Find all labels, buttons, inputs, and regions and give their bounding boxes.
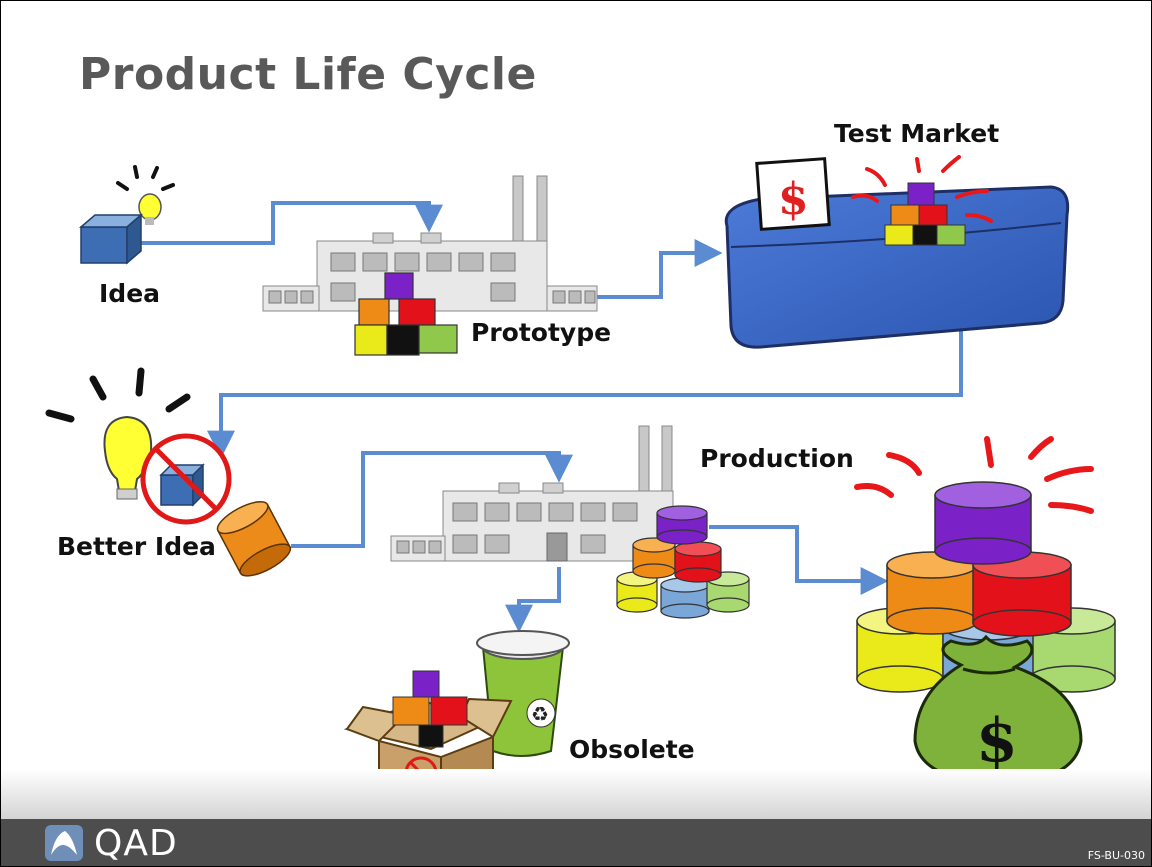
label-prototype: Prototype bbox=[471, 318, 612, 347]
label-idea: Idea bbox=[99, 279, 161, 308]
profit-excitement-marks bbox=[854, 436, 1094, 514]
flow-arrows bbox=[141, 201, 963, 633]
arrow-test-market-to-better-idea bbox=[207, 331, 963, 459]
idea-illustration bbox=[78, 165, 175, 265]
production-cylinders-icon bbox=[616, 505, 750, 619]
better-idea-illustration bbox=[45, 367, 292, 577]
prototype-blocks-icon bbox=[354, 272, 458, 356]
svg-text:♻: ♻ bbox=[531, 702, 549, 726]
production-factory-icon bbox=[390, 425, 674, 562]
arrow-production-to-obsolete bbox=[505, 567, 561, 633]
svg-text:$: $ bbox=[778, 174, 809, 225]
rejected-cube-icon bbox=[159, 463, 205, 507]
slide-title: Product Life Cycle bbox=[79, 49, 537, 100]
arrow-better-idea-to-production bbox=[291, 451, 573, 548]
idea-bulb-icon bbox=[116, 165, 175, 225]
label-obsolete: Obsolete bbox=[569, 735, 695, 764]
test-market-blocks-icon bbox=[884, 182, 966, 246]
arrow-idea-to-prototype bbox=[141, 201, 443, 245]
price-sign-icon: $ bbox=[755, 157, 831, 231]
money-bag-icon: $ bbox=[913, 634, 1083, 785]
label-test-market: Test Market bbox=[834, 119, 1000, 148]
arrow-prototype-to-test-market bbox=[597, 239, 723, 299]
prototype-factory-icon bbox=[262, 175, 598, 312]
footer-code: FS-BU-030 bbox=[1087, 849, 1145, 862]
obsolete-blocks-icon bbox=[392, 670, 468, 748]
arrow-production-to-profit bbox=[709, 525, 889, 595]
test-market-table-icon: $ bbox=[724, 155, 1070, 349]
better-idea-cylinder-icon bbox=[216, 500, 292, 577]
idea-cube-icon bbox=[78, 213, 144, 265]
qad-logo-icon bbox=[45, 825, 83, 861]
recycle-cup-icon: ♻ bbox=[476, 630, 570, 757]
footer-gradient bbox=[1, 769, 1151, 821]
footer-bar bbox=[1, 819, 1151, 866]
profit-cylinders-icon bbox=[856, 481, 1116, 693]
footer-brand: QAD bbox=[94, 823, 178, 864]
prohibited-icon bbox=[140, 433, 232, 525]
obsolete-illustration: ♻ bbox=[343, 630, 570, 803]
svg-text:$: $ bbox=[976, 706, 1018, 776]
test-market-excitement-marks bbox=[851, 155, 993, 223]
label-production: Production bbox=[700, 444, 854, 473]
profit-illustration: $ bbox=[854, 436, 1116, 785]
label-better-idea: Better Idea bbox=[57, 532, 216, 561]
